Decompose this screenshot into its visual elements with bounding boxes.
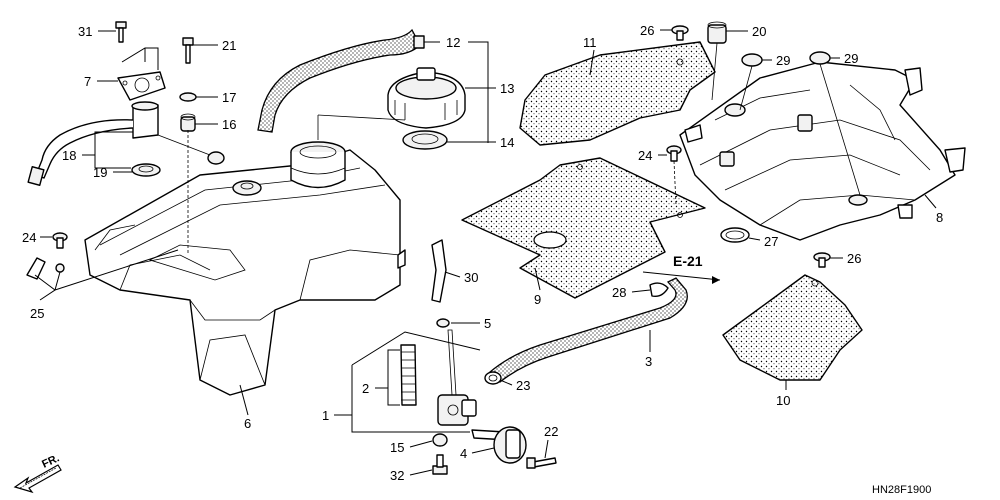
fuel-tank — [84, 141, 406, 396]
fuel-tube — [489, 277, 688, 383]
bolt-21 — [182, 37, 194, 64]
callout-8: 8 — [936, 210, 943, 225]
callout-27: 27 — [764, 234, 778, 249]
cap-29-left — [741, 53, 763, 67]
callout-24-left: 24 — [22, 230, 36, 245]
clip-25 — [26, 257, 65, 280]
gasket-19 — [131, 163, 161, 177]
bracket-30 — [431, 239, 447, 303]
callout-19: 19 — [93, 165, 107, 180]
callout-32: 32 — [390, 468, 404, 483]
rubber-mount-16 — [180, 113, 196, 132]
callout-24-right: 24 — [638, 148, 652, 163]
washer-15 — [432, 433, 448, 447]
grommet-20 — [707, 21, 727, 44]
callout-4: 4 — [460, 446, 467, 461]
strainer-2 — [400, 344, 417, 406]
callout-1: 1 — [322, 408, 329, 423]
callout-28: 28 — [612, 285, 626, 300]
callout-13: 13 — [500, 81, 514, 96]
callout-9: 9 — [534, 292, 541, 307]
reference-e21: E-21 — [673, 253, 703, 269]
cap-29-right — [809, 51, 831, 65]
clip-23 — [484, 371, 502, 385]
collar-17 — [179, 92, 197, 102]
fuel-valve — [437, 329, 477, 426]
callout-6: 6 — [244, 416, 251, 431]
callout-26-top: 26 — [640, 23, 654, 38]
floor-mat-11 — [519, 41, 716, 146]
leader-lines — [34, 29, 937, 476]
callout-15: 15 — [390, 440, 404, 455]
clip-26-right — [813, 252, 831, 268]
fuel-pump-assembly — [27, 71, 225, 186]
cap-alignment-line — [317, 114, 406, 121]
callout-21: 21 — [222, 38, 236, 53]
callout-25: 25 — [30, 306, 44, 321]
callout-23: 23 — [516, 378, 530, 393]
callout-14: 14 — [500, 135, 514, 150]
fuel-cap — [387, 67, 466, 129]
callout-20: 20 — [752, 24, 766, 39]
callout-29-right: 29 — [844, 51, 858, 66]
callout-labels: 31 7 21 17 16 18 19 12 13 14 11 26 20 29… — [22, 23, 943, 496]
callout-2: 2 — [362, 381, 369, 396]
cap-gasket — [402, 130, 448, 150]
callout-29-left: 29 — [776, 53, 790, 68]
clip-28 — [649, 282, 669, 298]
screw-22 — [526, 457, 557, 469]
bolt-32 — [432, 454, 448, 475]
clip-24-left — [52, 232, 68, 249]
callout-31: 31 — [78, 24, 92, 39]
callout-7: 7 — [84, 74, 91, 89]
screw-31 — [115, 21, 127, 43]
floor-mat-10 — [722, 274, 863, 381]
callout-12: 12 — [446, 35, 460, 50]
band-27 — [720, 227, 750, 243]
valve-lever-4 — [471, 426, 527, 464]
callout-26-right: 26 — [847, 251, 861, 266]
callout-17: 17 — [222, 90, 236, 105]
callout-30: 30 — [464, 270, 478, 285]
nut-5 — [436, 318, 450, 328]
clip-26-top — [671, 25, 689, 41]
front-direction-arrow — [13, 464, 62, 494]
floor-frame-8 — [679, 61, 966, 241]
callout-5: 5 — [484, 316, 491, 331]
clip-24-right — [666, 145, 682, 162]
callout-16: 16 — [222, 117, 236, 132]
figure-code: HN28F1900 — [872, 484, 931, 496]
callout-22: 22 — [544, 424, 558, 439]
callout-10: 10 — [776, 393, 790, 408]
callout-18: 18 — [62, 148, 76, 163]
callout-3: 3 — [645, 354, 652, 369]
callout-11: 11 — [583, 35, 597, 50]
floor-panel-9 — [461, 157, 706, 299]
